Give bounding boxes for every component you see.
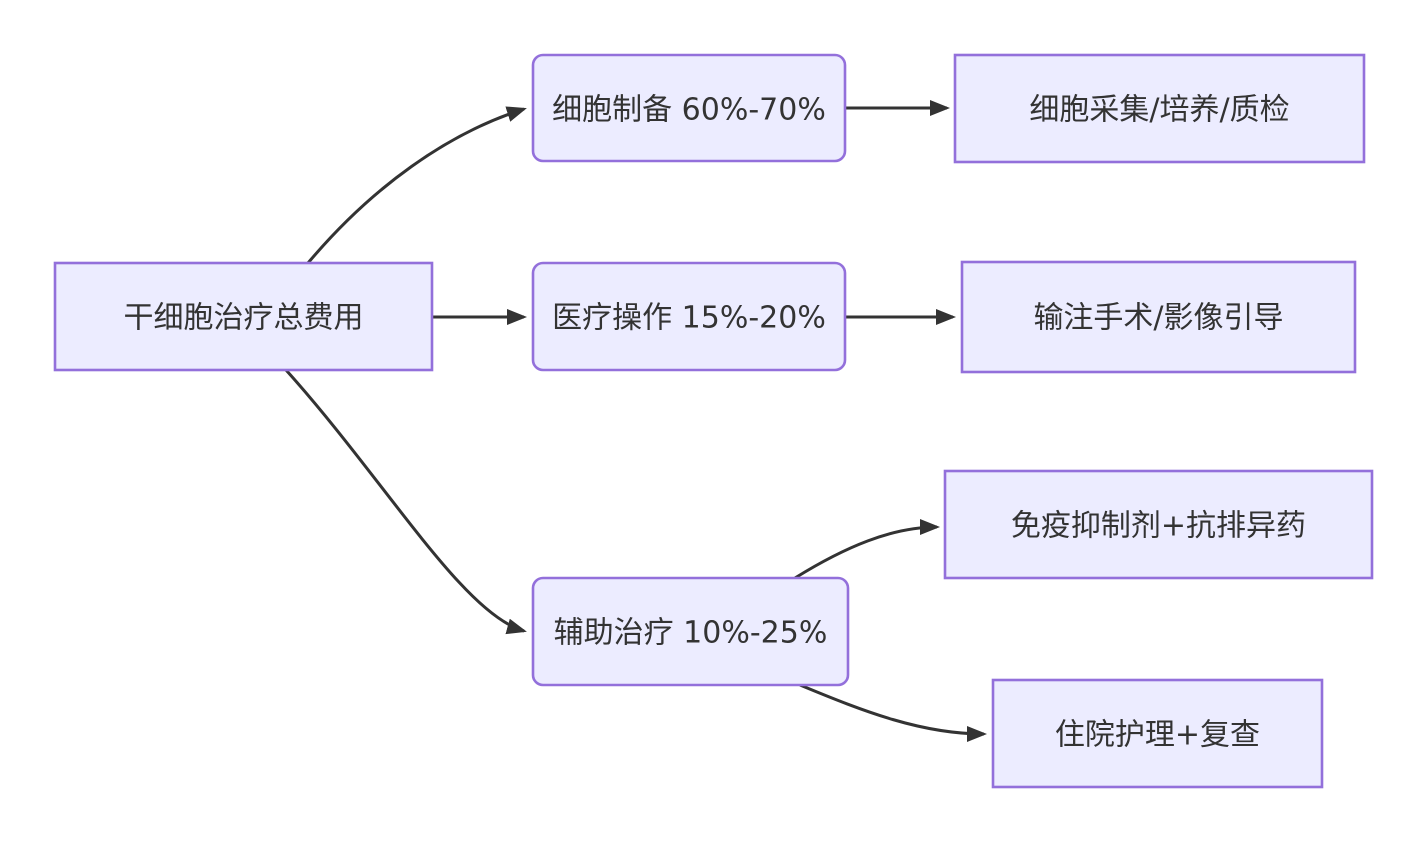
edge-adjunct-hospital — [799, 683, 987, 742]
node-root-label: 干细胞治疗总费用 — [124, 301, 364, 336]
node-medical-label: 医疗操作 15%-20% — [552, 301, 826, 336]
node-prep-label: 细胞制备 60%-70% — [552, 93, 826, 128]
node-infusion: 输注手术/影像引导 — [960, 260, 1357, 374]
node-hospital: 住院护理+复查 — [991, 678, 1324, 789]
node-adjunct: 辅助治疗 10%-25% — [531, 576, 850, 687]
edge-adjunct-immuno — [794, 519, 940, 580]
node-adjunct-label: 辅助治疗 10%-25% — [554, 616, 828, 651]
node-hospital-label: 住院护理+复查 — [1055, 718, 1260, 753]
node-infusion-label: 输注手术/影像引导 — [1033, 301, 1283, 336]
node-collect: 细胞采集/培养/质检 — [953, 53, 1366, 164]
node-root-shape — [53, 261, 434, 372]
node-root: 干细胞治疗总费用 — [53, 261, 434, 372]
node-medical-shape — [531, 261, 847, 372]
node-collect-label: 细胞采集/培养/质检 — [1029, 93, 1289, 128]
edge-layer — [284, 100, 987, 742]
node-immuno-label: 免疫抑制剂+抗排异药 — [1011, 509, 1306, 544]
node-immuno-shape — [943, 469, 1374, 580]
node-hospital-shape — [991, 678, 1324, 789]
edge-root-adjunct — [284, 368, 527, 635]
edge-root-prep — [306, 106, 527, 264]
node-prep-shape — [531, 53, 847, 163]
node-adjunct-shape — [531, 576, 850, 687]
node-medical: 医疗操作 15%-20% — [531, 261, 847, 372]
node-collect-shape — [953, 53, 1366, 164]
node-immuno: 免疫抑制剂+抗排异药 — [943, 469, 1374, 580]
node-prep: 细胞制备 60%-70% — [531, 53, 847, 163]
node-infusion-shape — [960, 260, 1357, 374]
